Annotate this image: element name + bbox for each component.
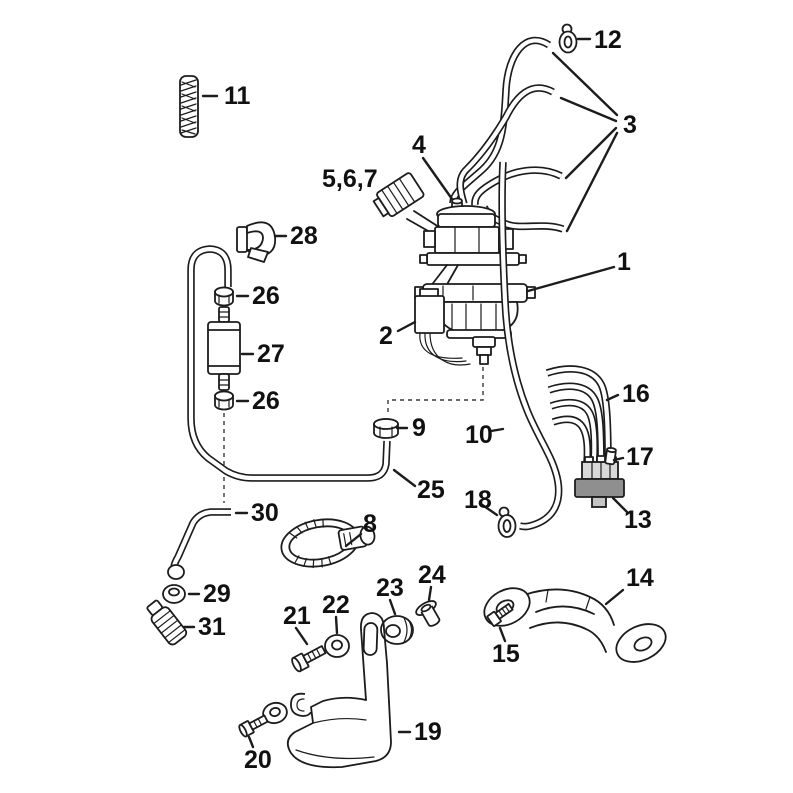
callout-29: 29 (203, 580, 231, 608)
part-bracket-19 (286, 612, 392, 769)
callout-18: 18 (464, 486, 492, 514)
leader-lines (182, 37, 629, 749)
callout-4: 4 (412, 131, 426, 159)
callout-28: 28 (290, 222, 318, 250)
callout-22: 22 (322, 591, 350, 619)
callout-24: 24 (418, 561, 446, 589)
part-fitting-17 (604, 447, 617, 466)
part-washer-20 (262, 701, 288, 725)
part-hose-bundle-16 (545, 365, 612, 463)
callout-2: 2 (379, 322, 393, 350)
part-clamp-28 (236, 221, 277, 263)
callout-20: 20 (244, 746, 272, 774)
part-clip-18 (497, 506, 517, 538)
part-bracket-14 (483, 587, 667, 663)
part-hose-group-3 (449, 36, 565, 233)
part-nut-26-top (214, 286, 234, 307)
callout-10: 10 (465, 421, 493, 449)
callout-12: 12 (594, 26, 622, 54)
part-clip-12 (558, 23, 578, 54)
callout-23: 23 (376, 574, 404, 602)
callout-27: 27 (257, 340, 285, 368)
callout-11: 11 (224, 82, 251, 110)
part-nut-26-bottom (214, 390, 234, 411)
part-hose-25 (187, 245, 391, 482)
callout-9: 9 (412, 414, 426, 442)
callout-26a: 26 (252, 282, 280, 310)
callout-21: 21 (283, 602, 311, 630)
alignment-dashed-lines (223, 367, 484, 503)
part-grommet-23 (380, 615, 414, 645)
part-screw-15 (486, 602, 514, 627)
callout-17: 17 (626, 443, 654, 471)
callout-15: 15 (492, 640, 520, 668)
part-fuel-filter-27 (207, 306, 241, 391)
callout-19: 19 (414, 718, 442, 746)
callout-13: 13 (624, 506, 652, 534)
part-bolt-21 (291, 645, 327, 673)
callout-30: 30 (251, 499, 279, 527)
part-barb-fitting-31 (146, 599, 188, 646)
part-elbow-hose-30 (167, 508, 231, 580)
callout-1: 1 (617, 248, 631, 276)
part-grommet-29 (162, 584, 186, 604)
callout-5-6-7: 5,6,7 (322, 165, 378, 193)
part-pump-assembly-1 (372, 172, 536, 366)
callout-26b: 26 (252, 387, 280, 415)
callout-14: 14 (626, 564, 654, 592)
part-bolt-20 (238, 714, 269, 738)
callout-8: 8 (363, 510, 377, 538)
part-nut-9 (373, 418, 399, 439)
part-canister-13 (574, 455, 625, 508)
callout-3: 3 (623, 111, 637, 139)
part-washer-22 (324, 634, 350, 658)
part-solenoid-2 (414, 288, 471, 366)
part-hose-10 (498, 161, 563, 531)
callout-31: 31 (198, 613, 226, 641)
part-bushing-24 (415, 600, 441, 627)
part-spring-11 (179, 75, 199, 138)
callout-16: 16 (622, 380, 650, 408)
part-connector-5-6-7 (372, 172, 425, 218)
callout-labels: 11 12 3 4 5,6,7 28 1 26 2 27 16 26 9 10 17 25 18 30 13 8 14 2… (198, 26, 654, 774)
callout-25: 25 (417, 476, 445, 504)
